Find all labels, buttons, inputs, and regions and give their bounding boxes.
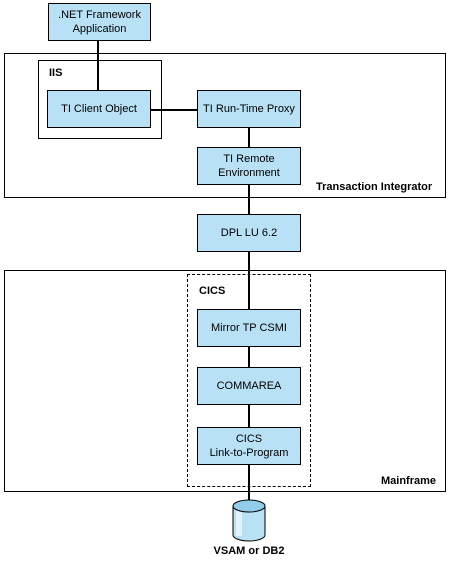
connector-remote-to-dpl: [248, 185, 250, 215]
connector-client-to-proxy: [151, 109, 198, 111]
dpl-lu-box: DPL LU 6.2: [197, 214, 301, 252]
ti-run-time-proxy-box: TI Run-Time Proxy: [197, 90, 301, 128]
connector-link-to-database: [248, 465, 250, 503]
iis-label: IIS: [49, 67, 63, 79]
connector-dpl-to-mirror: [248, 252, 250, 310]
connector-proxy-to-remote: [248, 128, 250, 148]
ti-remote-environment-box: TI Remote Environment: [197, 147, 301, 185]
cics-label: CICS: [199, 285, 226, 297]
cics-link-to-program-box: CICS Link-to-Program: [197, 427, 301, 465]
commarea-box: COMMAREA: [197, 367, 301, 405]
connector-app-to-client: [97, 40, 99, 90]
connector-mirror-to-commarea: [248, 345, 250, 368]
mainframe-label: Mainframe: [381, 475, 437, 487]
net-framework-application-box: .NET Framework Application: [48, 3, 151, 41]
database-label: VSAM or DB2: [213, 545, 285, 557]
transaction-integrator-label: Transaction Integrator: [316, 181, 433, 193]
mirror-tp-csmi-box: Mirror TP CSMI: [197, 309, 301, 347]
connector-commarea-to-link: [248, 405, 250, 428]
ti-client-object-box: TI Client Object: [47, 90, 151, 128]
